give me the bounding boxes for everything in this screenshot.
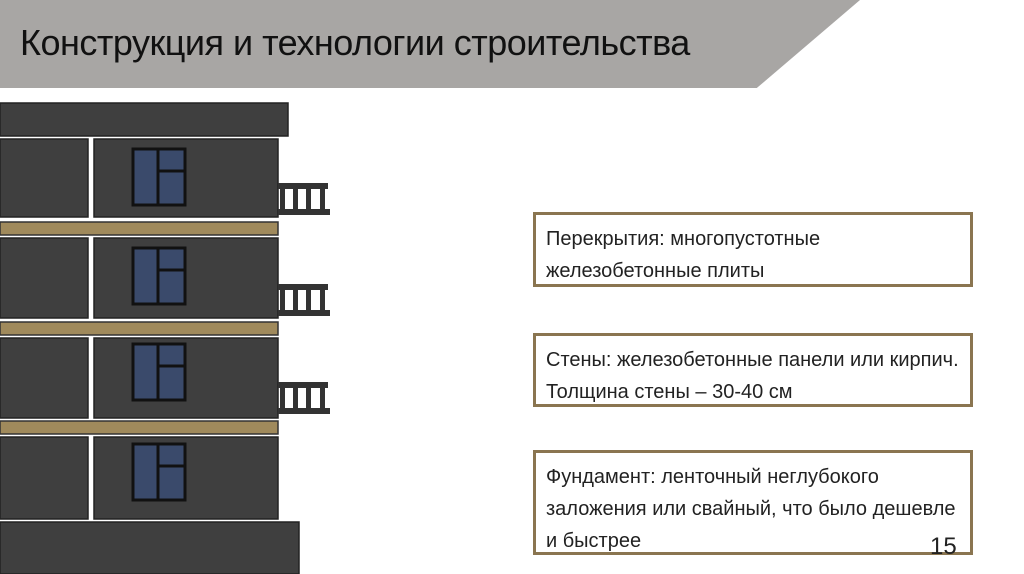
wall-panel-left — [0, 138, 89, 218]
window-4 — [131, 442, 187, 502]
wall-panel-left — [0, 237, 89, 319]
page-number: 15 — [930, 533, 957, 560]
building-illustration — [0, 102, 330, 574]
window-3 — [131, 342, 187, 402]
floor-slab-2 — [0, 321, 279, 336]
info-box-floors: Перекрытия: многопустотные железобетонны… — [533, 212, 973, 287]
slide-title: Конструкция и технологии строительства — [20, 22, 690, 63]
floor-slab-1 — [0, 221, 279, 236]
info-box-floors-text: Перекрытия: многопустотные железобетонны… — [546, 228, 821, 282]
balcony-railing-3 — [278, 382, 330, 414]
info-box-foundation-text: Фундамент: ленточный неглубокого заложен… — [546, 466, 956, 552]
floor-4 — [0, 436, 279, 520]
window-2 — [131, 246, 187, 306]
wall-panel-left — [0, 436, 89, 520]
balcony-railing-2 — [278, 284, 330, 316]
info-box-foundation: Фундамент: ленточный неглубокого заложен… — [533, 450, 973, 555]
info-box-walls: Стены: железобетонные панели или кирпич.… — [533, 333, 973, 407]
floor-1 — [0, 138, 330, 218]
roof-slab — [0, 102, 289, 137]
wall-panel-left — [0, 337, 89, 419]
floor-2 — [0, 237, 330, 319]
info-box-walls-text: Стены: железобетонные панели или кирпич.… — [546, 349, 959, 403]
title-banner — [0, 0, 860, 88]
foundation — [0, 521, 300, 574]
balcony-railing-1 — [278, 183, 330, 215]
window-1 — [131, 147, 187, 207]
floor-3 — [0, 337, 330, 419]
floor-slab-3 — [0, 420, 279, 435]
